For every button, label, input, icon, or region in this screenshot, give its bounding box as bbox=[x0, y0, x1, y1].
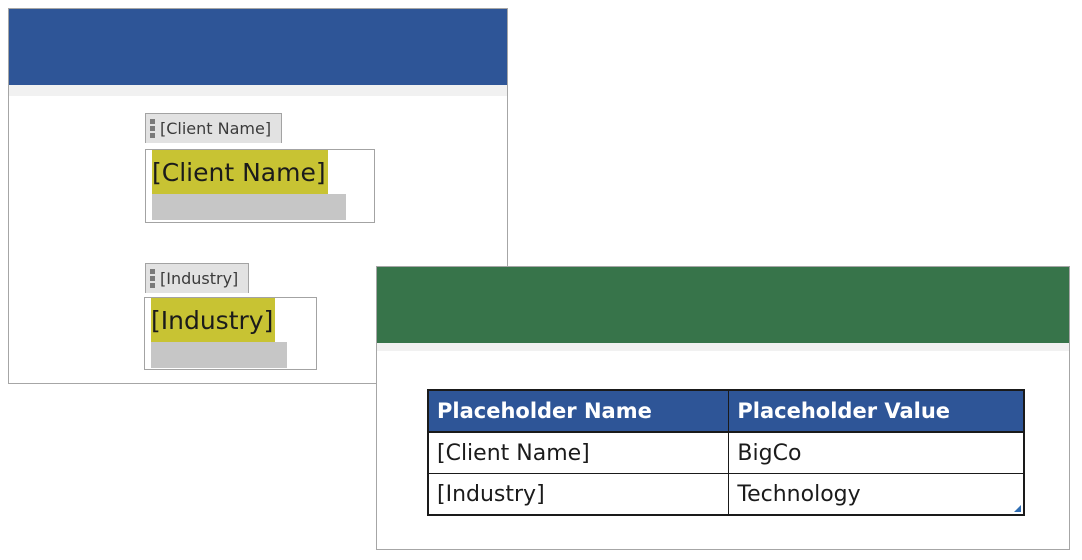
table-header-row: Placeholder Name Placeholder Value bbox=[428, 390, 1024, 433]
content-control-empty-line bbox=[152, 194, 346, 220]
word-ribbon-strip bbox=[9, 85, 507, 96]
column-header-placeholder-value[interactable]: Placeholder Value bbox=[728, 390, 1024, 433]
excel-workbook-window: Placeholder Name Placeholder Value [Clie… bbox=[376, 266, 1070, 550]
table-cell-text: Technology bbox=[737, 481, 861, 507]
excel-ribbon-strip bbox=[377, 343, 1069, 351]
word-header-band bbox=[9, 9, 507, 85]
drag-handle-icon[interactable] bbox=[150, 269, 155, 288]
drag-handle-icon[interactable] bbox=[150, 119, 155, 138]
content-control-tag-label: [Industry] bbox=[160, 269, 239, 288]
content-control-client-name[interactable]: [Client Name] bbox=[145, 149, 375, 223]
excel-header-band bbox=[377, 267, 1069, 343]
content-control-empty-line bbox=[151, 342, 287, 368]
table-cell[interactable]: Technology bbox=[728, 473, 1024, 515]
table-cell[interactable]: [Industry] bbox=[428, 473, 730, 515]
placeholder-table: Placeholder Name Placeholder Value [Clie… bbox=[427, 389, 1025, 516]
table-cell[interactable]: BigCo bbox=[728, 432, 1024, 474]
content-control-text[interactable]: [Industry] bbox=[151, 298, 276, 342]
word-document-window: [Client Name] [Client Name] [Industry] [… bbox=[8, 8, 508, 384]
content-control-tag-label: [Client Name] bbox=[160, 119, 272, 138]
content-control-industry[interactable]: [Industry] bbox=[144, 297, 317, 370]
table-resize-handle-icon[interactable] bbox=[1014, 505, 1021, 512]
content-control-text[interactable]: [Client Name] bbox=[152, 150, 328, 194]
content-control-tag-client-name[interactable]: [Client Name] bbox=[145, 113, 283, 143]
table-row: [Industry] Technology bbox=[428, 473, 1024, 515]
table-row: [Client Name] BigCo bbox=[428, 432, 1024, 474]
column-header-placeholder-name[interactable]: Placeholder Name bbox=[428, 390, 730, 433]
content-control-tag-industry[interactable]: [Industry] bbox=[145, 263, 250, 293]
table-cell[interactable]: [Client Name] bbox=[428, 432, 730, 474]
